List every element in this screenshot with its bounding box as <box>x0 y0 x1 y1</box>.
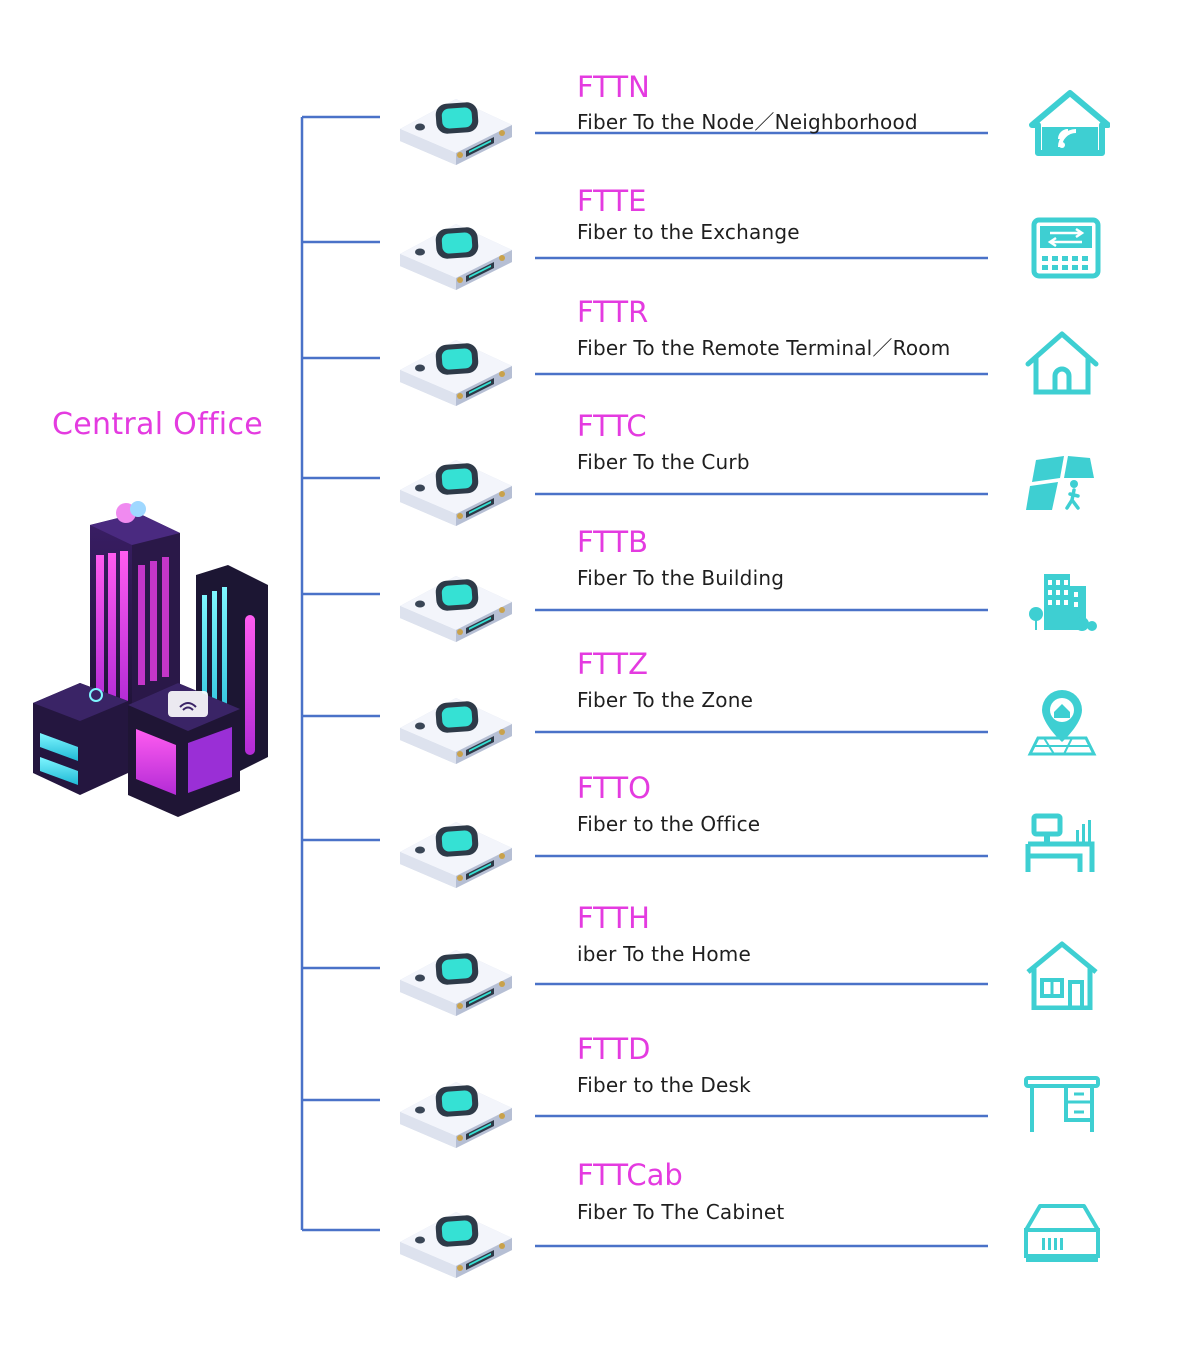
smart-home-icon <box>1014 87 1111 159</box>
connection-code: FTTZ <box>577 647 648 681</box>
office-desk-computer-icon <box>1014 810 1110 882</box>
connection-code: FTTC <box>577 409 647 443</box>
connection-description: Fiber To the Zone <box>577 688 754 712</box>
onu-device-icon <box>396 450 516 528</box>
connection-description: Fiber To The Cabinet <box>577 1200 785 1224</box>
connection-description: Fiber To the Node／Neighborhood <box>577 110 918 134</box>
connection-description: iber To the Home <box>577 942 751 966</box>
onu-device-icon <box>396 89 516 167</box>
connection-code: FTTE <box>577 184 647 218</box>
connection-code: FTTR <box>577 295 649 329</box>
exchange-switch-icon <box>1014 212 1110 284</box>
onu-device-icon <box>396 812 516 890</box>
onu-device-icon <box>396 330 516 408</box>
onu-device-icon <box>396 1072 516 1150</box>
central-office-label: Central Office <box>52 407 263 442</box>
connection-description: Fiber To the Building <box>577 566 785 590</box>
connection-code: FTTO <box>577 771 651 805</box>
onu-device-icon <box>396 940 516 1018</box>
cabinet-icon <box>1014 1200 1110 1272</box>
connection-description: Fiber to the Office <box>577 812 761 836</box>
connection-description: Fiber To the Remote Terminal／Room <box>577 336 951 360</box>
onu-device-icon <box>396 688 516 766</box>
central-office-building-illustration <box>33 501 268 817</box>
desk-icon <box>1014 1070 1110 1142</box>
connection-code: FTTH <box>577 901 650 935</box>
onu-device-icon <box>396 214 516 292</box>
map-pin-zone-icon <box>1014 686 1110 758</box>
building-icon <box>1014 564 1110 636</box>
onu-device-icon <box>396 1202 516 1280</box>
connection-code: FTTN <box>577 70 650 104</box>
connection-description: Fiber to the Exchange <box>577 220 800 244</box>
connection-description: Fiber To the Curb <box>577 450 750 474</box>
connection-code: FTTD <box>577 1032 651 1066</box>
home-icon <box>1014 938 1110 1011</box>
connection-description: Fiber to the Desk <box>577 1073 751 1097</box>
curb-pedestrian-icon <box>1014 448 1110 520</box>
onu-device-icon <box>396 566 516 644</box>
house-outline-icon <box>1014 328 1110 400</box>
connection-code: FTTCab <box>577 1158 683 1192</box>
connection-code: FTTB <box>577 525 648 559</box>
